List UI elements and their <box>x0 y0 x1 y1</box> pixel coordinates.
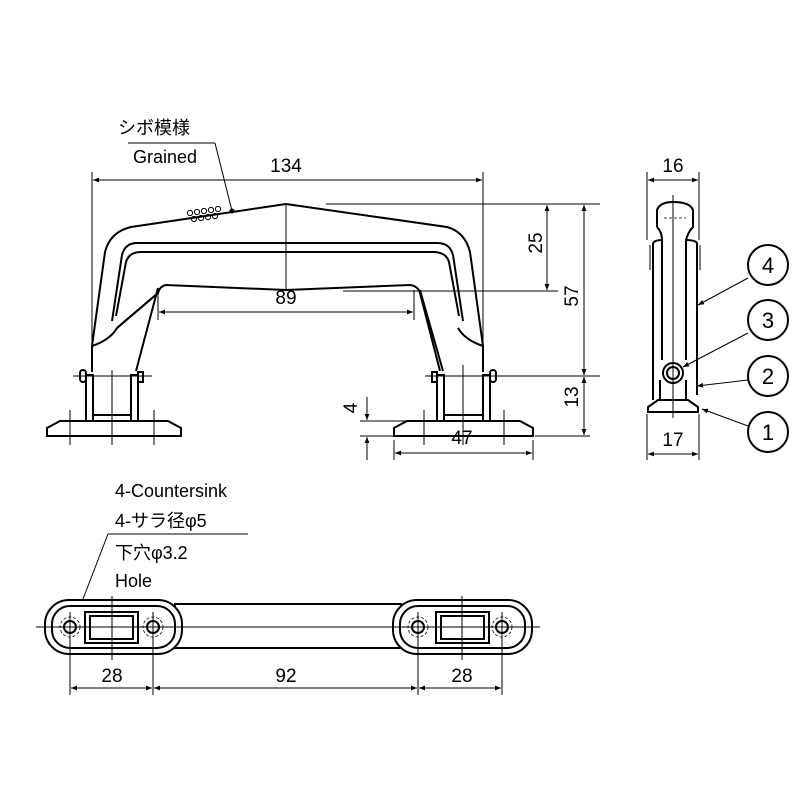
side-view: 16 17 4 3 2 1 <box>646 156 789 460</box>
balloon-2: 2 <box>747 355 789 397</box>
note-countersink-en: 4-Countersink <box>115 481 228 501</box>
grain-label-jp: シボ模様 <box>118 118 190 138</box>
svg-text:1: 1 <box>762 420 774 445</box>
balloon-1: 1 <box>747 411 789 453</box>
balloon-4: 4 <box>747 244 789 286</box>
dim-left-pitch: 28 <box>101 666 122 687</box>
dim-total-height: 57 <box>562 285 583 306</box>
note-hole-en: Hole <box>115 571 152 591</box>
grain-pattern <box>186 205 235 223</box>
dim-grip-height: 25 <box>526 232 547 253</box>
note-hole-jp: 下穴φ3.2 <box>115 543 188 563</box>
bottom-view: 4-Countersink 4-サラ径φ5 下穴φ3.2 Hole <box>36 481 540 695</box>
dim-overall-width: 134 <box>270 156 302 177</box>
front-view: シボ模様 Grained 134 89 25 57 13 4 47 <box>46 118 600 460</box>
dim-side-base-width: 17 <box>662 430 683 451</box>
dim-base-width: 47 <box>451 428 472 449</box>
dim-side-top-width: 16 <box>662 156 683 177</box>
note-countersink-jp: 4-サラ径φ5 <box>115 511 207 531</box>
dim-base-height: 13 <box>562 386 583 407</box>
svg-text:3: 3 <box>762 308 774 333</box>
right-bracket <box>393 365 600 445</box>
left-bracket <box>46 369 182 445</box>
grain-label-en: Grained <box>133 147 197 167</box>
dim-center-pitch: 92 <box>275 666 296 687</box>
balloon-3: 3 <box>747 299 789 341</box>
dim-right-pitch: 28 <box>451 666 472 687</box>
dim-inner-width: 89 <box>275 288 296 309</box>
svg-text:2: 2 <box>762 364 774 389</box>
dim-plate-thickness: 4 <box>341 402 362 413</box>
svg-text:4: 4 <box>762 253 774 278</box>
